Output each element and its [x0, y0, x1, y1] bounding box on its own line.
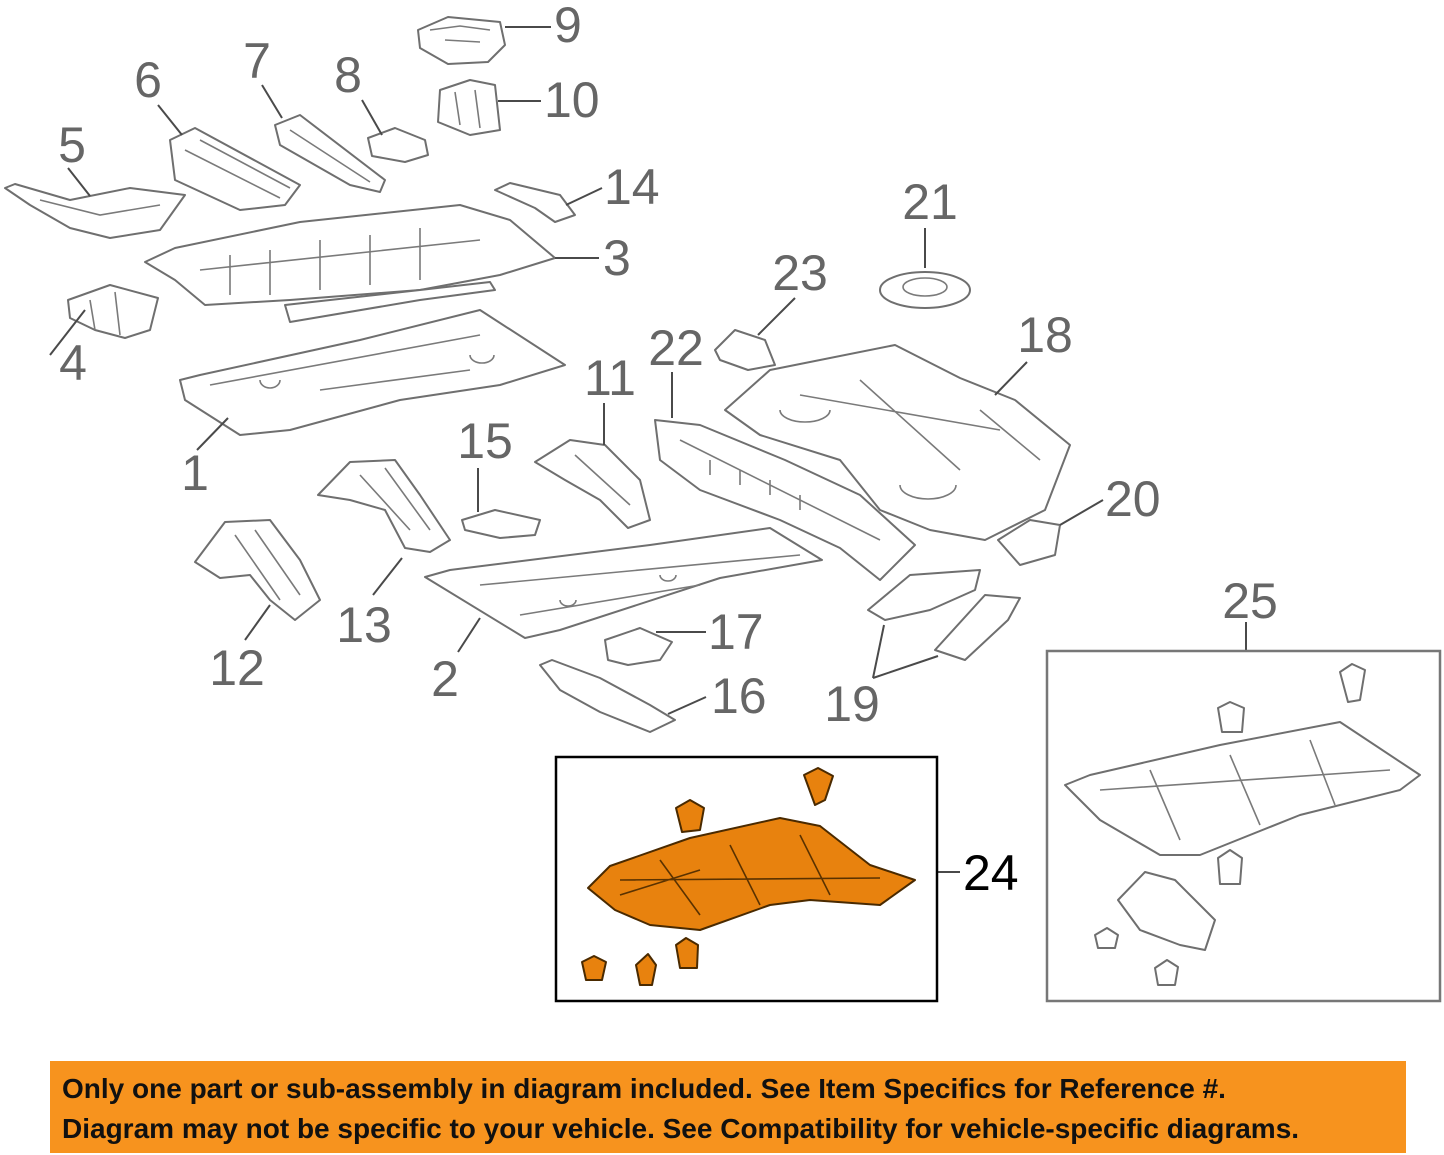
label-5: 5 — [58, 117, 86, 173]
part-13 — [317, 459, 451, 553]
assembly-25-box — [1045, 649, 1442, 1003]
label-13: 13 — [336, 597, 392, 653]
part-12 — [194, 519, 321, 621]
label-21: 21 — [902, 174, 958, 230]
part-7 — [274, 114, 386, 193]
label-1: 1 — [181, 445, 209, 501]
part-19 — [867, 569, 1021, 661]
label-11: 11 — [584, 350, 636, 406]
label-23: 23 — [772, 245, 828, 301]
part-16 — [539, 659, 676, 733]
disclaimer-line-2: Diagram may not be specific to your vehi… — [62, 1113, 1300, 1144]
label-22: 22 — [648, 320, 704, 376]
part-24-highlighted — [581, 767, 916, 986]
label-19: 19 — [824, 676, 880, 732]
label-25: 25 — [1222, 573, 1278, 629]
part-22 — [654, 419, 916, 581]
part-25 — [1064, 663, 1421, 986]
label-10: 10 — [544, 72, 600, 128]
label-16: 16 — [711, 668, 767, 724]
label-18: 18 — [1017, 307, 1073, 363]
label-24: 24 — [963, 845, 1019, 901]
label-8: 8 — [334, 47, 362, 103]
part-14 — [494, 182, 576, 223]
part-15 — [461, 509, 541, 539]
part-9 — [417, 16, 506, 65]
label-6: 6 — [134, 52, 162, 108]
label-17: 17 — [708, 604, 764, 660]
part-21 — [879, 271, 971, 309]
part-10 — [437, 79, 501, 136]
part-5 — [4, 183, 186, 239]
part-8 — [367, 127, 429, 163]
label-2: 2 — [431, 651, 459, 707]
callout-labels: 4 5 6 7 8 9 10 14 3 1 21 23 18 22 11 20 … — [58, 0, 1278, 901]
label-20: 20 — [1105, 471, 1161, 527]
assembly-24-box — [554, 755, 939, 1003]
label-4: 4 — [59, 335, 87, 391]
label-3: 3 — [603, 230, 631, 286]
floor-pan-exploded-diagram: 4 5 6 7 8 9 10 14 3 1 21 23 18 22 11 20 … — [4, 0, 1442, 1003]
label-7: 7 — [243, 33, 271, 89]
disclaimer-line-1: Only one part or sub-assembly in diagram… — [62, 1073, 1226, 1104]
label-14: 14 — [604, 159, 660, 215]
part-3 — [144, 204, 556, 323]
part-6 — [169, 127, 301, 211]
part-17 — [604, 627, 673, 666]
label-15: 15 — [457, 413, 513, 469]
part-2 — [424, 527, 823, 639]
part-4 — [67, 284, 159, 339]
label-12: 12 — [209, 640, 265, 696]
leader-lines — [49, 26, 1247, 873]
label-9: 9 — [554, 0, 582, 53]
part-23 — [714, 329, 776, 371]
part-11 — [534, 439, 651, 529]
disclaimer-banner: Only one part or sub-assembly in diagram… — [50, 1061, 1406, 1153]
part-20 — [997, 519, 1061, 566]
part-18 — [724, 344, 1071, 541]
